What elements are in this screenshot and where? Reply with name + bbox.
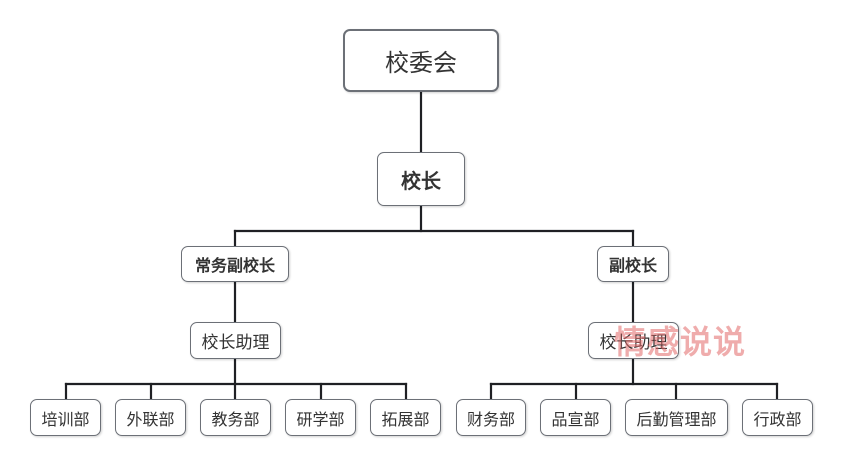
node-dept-academic-affairs: 教务部 [200,399,271,436]
node-label: 常务副校长 [194,256,275,275]
node-dept-finance: 财务部 [456,399,526,436]
node-school-committee: 校委会 [343,29,499,92]
node-dept-study-tour: 研学部 [285,399,356,436]
node-label: 校委会 [385,49,457,77]
node-dept-training: 培训部 [30,399,101,436]
node-label: 副校长 [608,256,657,275]
node-label: 教务部 [211,409,260,429]
node-label: 外联部 [126,409,175,429]
node-label: 校长 [401,168,441,193]
node-dept-publicity: 品宣部 [540,399,611,436]
node-label: 研学部 [296,409,345,429]
node-label: 品宣部 [551,409,600,429]
node-dept-administration: 行政部 [742,399,813,436]
node-label: 拓展部 [381,409,430,429]
node-principal: 校长 [377,152,465,206]
node-label: 校长助理 [599,333,668,353]
node-label: 培训部 [41,409,90,429]
node-dept-external-relations: 外联部 [115,399,186,436]
node-executive-vice-principal: 常务副校长 [181,246,289,282]
node-assistant-left: 校长助理 [190,322,281,359]
node-dept-expansion: 拓展部 [370,399,441,436]
node-label: 校长助理 [201,333,270,353]
node-label: 行政部 [753,409,802,429]
node-vice-principal: 副校长 [597,246,669,282]
node-dept-logistics: 后勤管理部 [625,399,728,436]
node-label: 后勤管理部 [636,409,717,429]
node-assistant-right: 校长助理 [588,322,679,359]
node-label: 财务部 [466,409,515,429]
